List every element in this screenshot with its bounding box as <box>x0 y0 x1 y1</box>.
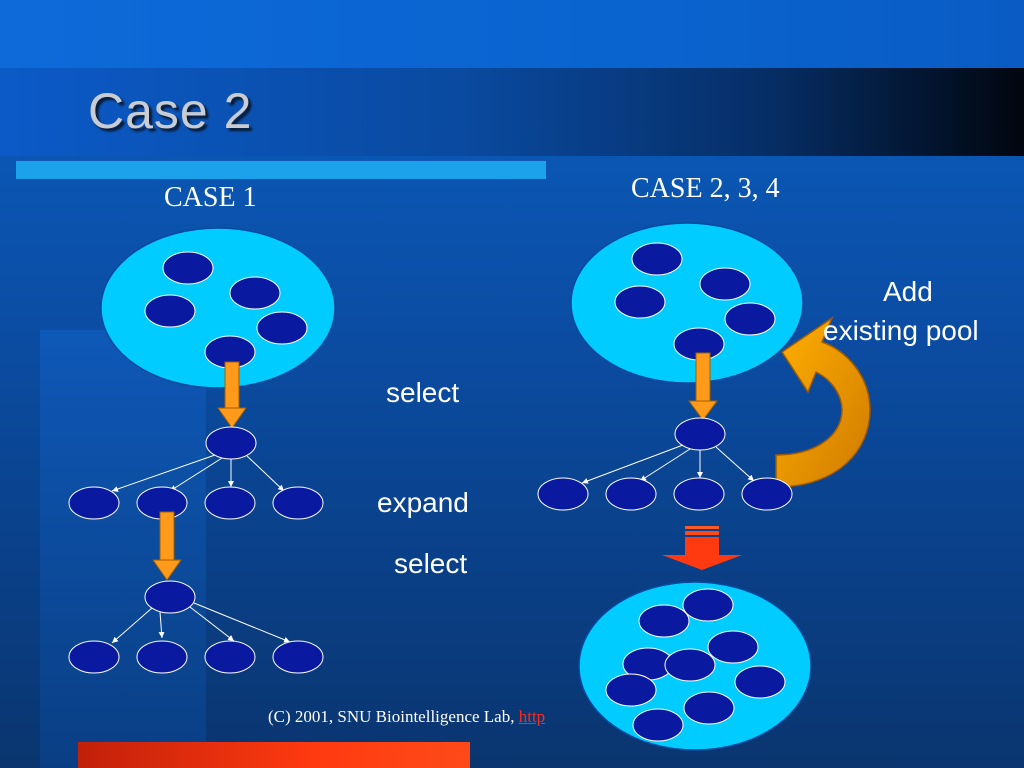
pool-node <box>724 302 776 336</box>
case234-label: CASE 2, 3, 4 <box>631 173 780 204</box>
case1-select-arrow <box>217 361 247 429</box>
footer: (C) 2001, SNU Biointelligence Lab, http <box>268 707 545 727</box>
bottom-accent-bar <box>78 742 470 768</box>
pool-node <box>682 588 734 622</box>
pool-node <box>683 691 735 725</box>
add-existing-pool-curved-arrow <box>775 315 871 488</box>
title-band <box>0 68 1024 156</box>
pool-circle <box>570 222 804 384</box>
case1-select-arrow-2 <box>152 511 182 581</box>
tree-child-node <box>204 486 256 520</box>
result-down-arrow <box>662 526 742 570</box>
pool-node <box>631 242 683 276</box>
page-title: Case 2 <box>88 83 253 139</box>
case234-select-arrow <box>688 352 718 421</box>
top-band <box>0 0 1024 68</box>
case1-label: CASE 1 <box>164 182 257 213</box>
tree-child-node <box>537 477 589 511</box>
tree-child-node <box>272 486 324 520</box>
pool-node <box>605 673 657 707</box>
tree-child-node <box>204 640 256 674</box>
tree-child-node <box>605 477 657 511</box>
case234-tree <box>537 417 793 511</box>
pool-node <box>632 708 684 742</box>
pool-node <box>664 648 716 682</box>
title-underline <box>16 161 546 179</box>
tree-child-node <box>136 640 188 674</box>
pool-node <box>229 276 281 310</box>
footer-link[interactable]: http <box>518 707 546 726</box>
tree-child-node <box>741 477 793 511</box>
footer-text: (C) 2001, SNU Biointelligence Lab, <box>268 707 519 726</box>
pool-node <box>256 311 308 345</box>
pool-node <box>144 294 196 328</box>
select-label-1: select <box>386 377 460 408</box>
select-label-2: select <box>394 548 468 579</box>
pool-node <box>699 267 751 301</box>
case1-pool <box>100 227 336 389</box>
existing-pool-label: existing pool <box>823 315 979 346</box>
tree-child-node <box>68 486 120 520</box>
expand-label: expand <box>377 487 469 518</box>
tree-root-node <box>205 426 257 460</box>
tree-root-node <box>144 580 196 614</box>
left-decorative-column <box>40 330 206 768</box>
result-pool <box>578 581 812 751</box>
pool-circle <box>100 227 336 389</box>
case234-pool <box>570 222 804 384</box>
tree-child-node <box>673 477 725 511</box>
pool-node <box>707 630 759 664</box>
case1-tree-2 <box>68 580 324 674</box>
tree-child-node <box>272 640 324 674</box>
add-label: Add <box>883 276 933 307</box>
pool-node <box>734 665 786 699</box>
pool-node <box>162 251 214 285</box>
case1-tree-1 <box>68 426 324 520</box>
pool-node <box>638 604 690 638</box>
pool-node <box>614 285 666 319</box>
tree-child-node <box>68 640 120 674</box>
